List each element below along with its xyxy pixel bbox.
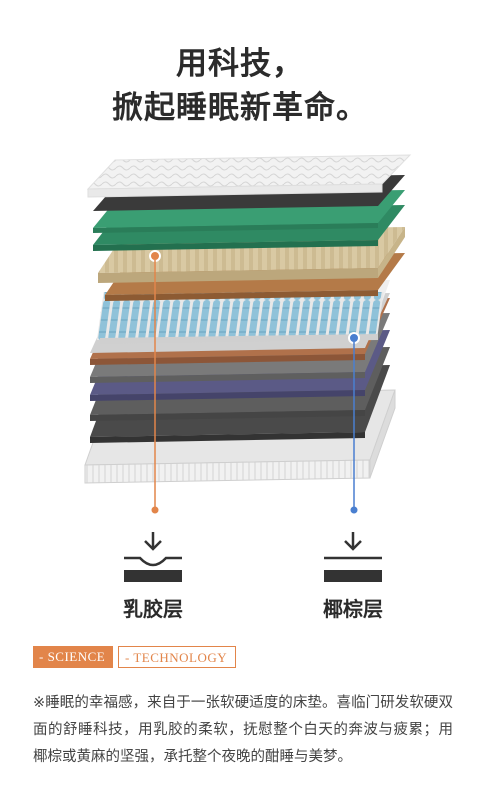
quilted-top-layer xyxy=(86,154,412,198)
headline-line-2: 掀起睡眠新革命。 xyxy=(112,90,368,126)
soft-pressure-icon xyxy=(124,532,182,582)
technology-tag: - TECHNOLOGY xyxy=(118,646,236,668)
coir-pointer xyxy=(348,332,360,514)
mattress-layers-illustration xyxy=(84,154,412,514)
coir-layer-label: 椰棕层 xyxy=(323,597,383,621)
headline-line-1: 用科技， xyxy=(176,46,304,82)
latex-pointer xyxy=(149,250,161,514)
description-text: ※睡眠的幸福感，来自于一张软硬适度的床垫。喜临门研发软硬双面的舒睡科技，用乳胶的… xyxy=(33,695,453,765)
latex-layer-label: 乳胶层 xyxy=(123,597,183,621)
firm-pressure-icon xyxy=(324,532,382,582)
science-tag: - SCIENCE xyxy=(33,646,113,668)
